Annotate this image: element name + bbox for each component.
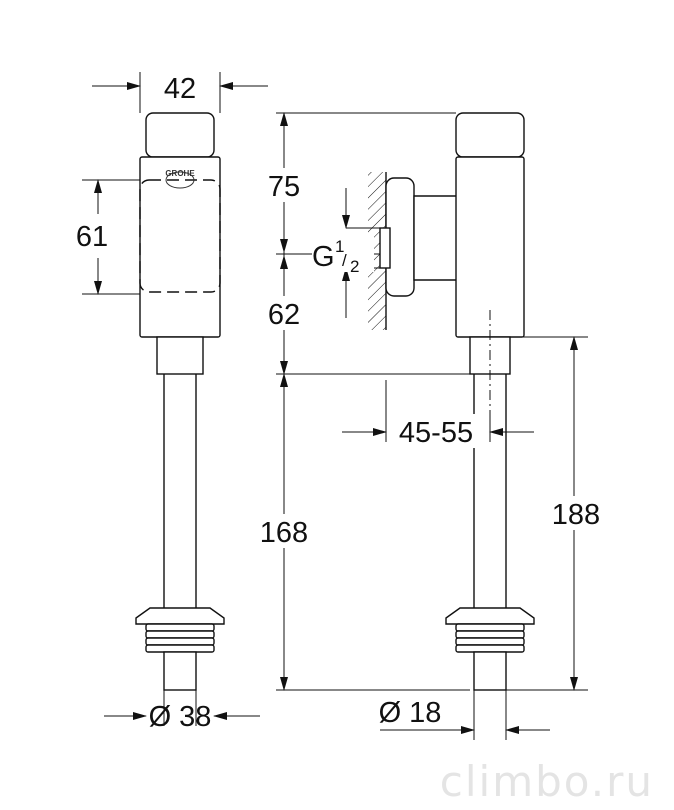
dim-label-62: 62 [268, 299, 300, 331]
svg-text:/: / [342, 251, 347, 270]
wall-hatch [368, 172, 386, 330]
dim-label-45-55: 45-55 [399, 417, 473, 449]
svg-text:1: 1 [335, 237, 344, 256]
front-outlet [163, 651, 197, 691]
brand-logo-icon: GROHE [165, 169, 195, 189]
dim-label-188: 188 [552, 499, 600, 531]
front-push-button [145, 112, 215, 158]
svg-text:2: 2 [350, 257, 359, 276]
side-inlet-thread [379, 227, 391, 269]
dim-label-18: Ø 18 [379, 697, 442, 729]
front-view [135, 112, 225, 691]
front-thread-rings [145, 623, 215, 653]
dim-label-38: Ø 38 [149, 701, 212, 733]
front-panel [139, 179, 221, 293]
dim-45-55 [342, 380, 534, 442]
dim-61 [82, 179, 140, 295]
dim-label-168: 168 [260, 517, 308, 549]
side-push-button [455, 112, 525, 158]
side-flange [445, 607, 535, 625]
svg-text:GROHE: GROHE [165, 169, 195, 178]
dim-38 [104, 690, 260, 726]
front-connector [156, 336, 204, 375]
watermark: climbo.ru [440, 757, 654, 806]
dim-18 [380, 690, 550, 740]
dim-label-75: 75 [268, 171, 300, 203]
svg-text:G: G [312, 241, 335, 273]
dim-label-61: 61 [76, 221, 108, 253]
side-view [368, 112, 535, 691]
dim-label-g-half: G 1 / 2 [312, 237, 359, 276]
dim-vertical-left [276, 112, 470, 691]
dim-label-42: 42 [164, 73, 196, 105]
front-valve-body [139, 156, 221, 338]
side-thread-rings [455, 623, 525, 653]
side-outlet [473, 651, 507, 691]
dim-42 [92, 72, 268, 113]
front-flange [135, 607, 225, 625]
